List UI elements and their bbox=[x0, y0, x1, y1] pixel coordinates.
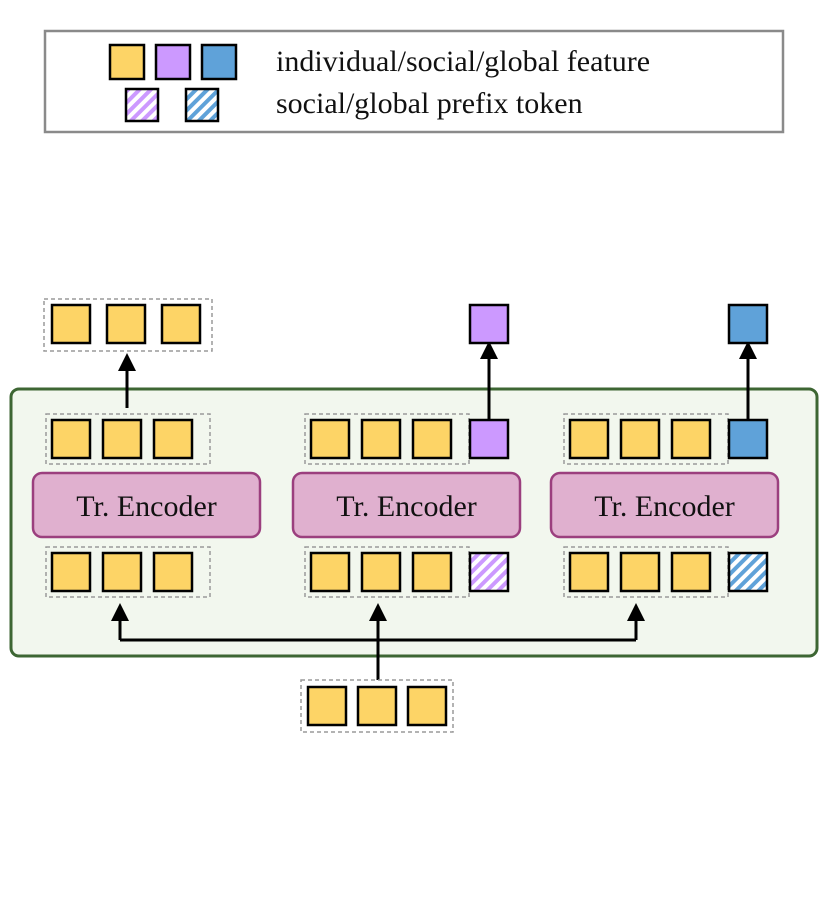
legend-global-feature-swatch bbox=[200, 43, 238, 81]
encoder-output-2-token bbox=[309, 418, 351, 460]
encoder-output-3-token bbox=[568, 418, 610, 460]
social-final-feature bbox=[468, 303, 510, 345]
individual-output-group bbox=[43, 298, 213, 352]
encoder-input-3-token bbox=[568, 551, 610, 593]
encoder-input-1-group bbox=[45, 546, 211, 598]
individual-final-feature bbox=[50, 303, 92, 345]
encoder-label-3: Tr. Encoder bbox=[594, 490, 735, 523]
legend-social-prefix-swatch bbox=[124, 87, 160, 123]
social-output-token bbox=[468, 418, 510, 460]
shared-input-group bbox=[300, 679, 454, 733]
encoder-input-2-token bbox=[309, 551, 351, 593]
global-prefix-token bbox=[727, 551, 769, 593]
encoder-output-3-token bbox=[619, 418, 661, 460]
encoder-input-3-token bbox=[670, 551, 712, 593]
shared-input-token bbox=[356, 685, 398, 727]
transformer-encoder-3 bbox=[549, 471, 780, 539]
transformer-encoder-1 bbox=[31, 471, 262, 539]
encoder-output-1-token bbox=[50, 418, 92, 460]
legend-prefix-label: social/global prefix token bbox=[276, 87, 583, 120]
legend-global-prefix-swatch bbox=[184, 87, 220, 123]
global-output-token bbox=[727, 418, 769, 460]
legend-feature-label: individual/social/global feature bbox=[276, 45, 650, 78]
encoder-output-1-token bbox=[101, 418, 143, 460]
encoder-input-1-token bbox=[50, 551, 92, 593]
encoder-output-3-token bbox=[670, 418, 712, 460]
individual-final-feature bbox=[160, 303, 202, 345]
encoder-output-2-token bbox=[411, 418, 453, 460]
social-prefix-token bbox=[468, 551, 510, 593]
encoder-label-1: Tr. Encoder bbox=[76, 490, 217, 523]
encoder-label-2: Tr. Encoder bbox=[336, 490, 477, 523]
encoder-output-1-group bbox=[45, 413, 211, 465]
transformer-encoder-2 bbox=[291, 471, 522, 539]
shared-input-token bbox=[406, 685, 448, 727]
encoder-input-2-token bbox=[411, 551, 453, 593]
encoder-input-2-token bbox=[360, 551, 402, 593]
legend: individual/social/global feature social/… bbox=[43, 29, 785, 134]
encoder-input-1-token bbox=[101, 551, 143, 593]
shared-input-token bbox=[306, 685, 348, 727]
legend-social-feature-swatch bbox=[154, 43, 192, 81]
encoder-output-1-token bbox=[152, 418, 194, 460]
encoder-input-3-token bbox=[619, 551, 661, 593]
individual-final-feature bbox=[105, 303, 147, 345]
legend-individual-feature-swatch bbox=[108, 43, 146, 81]
global-final-feature bbox=[727, 303, 769, 345]
encoder-output-2-token bbox=[360, 418, 402, 460]
encoder-input-1-token bbox=[152, 551, 194, 593]
